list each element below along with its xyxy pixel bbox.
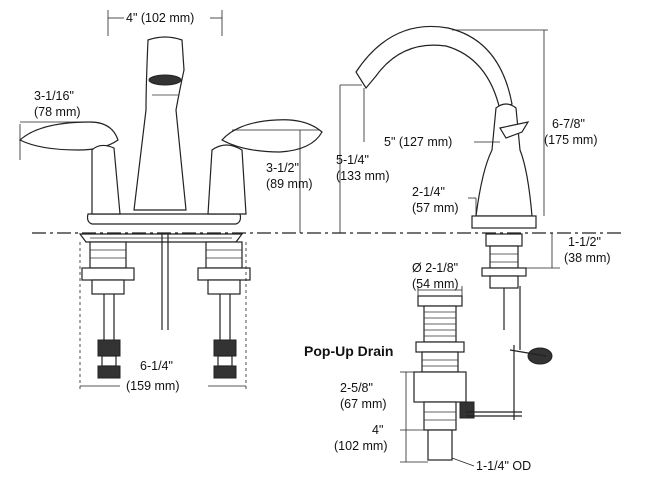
handle-projection-mm: (78 mm) bbox=[34, 105, 81, 119]
handle-projection-in: 3-1/16" bbox=[34, 89, 74, 103]
tailpiece-od-label: 1-1/4" OD bbox=[476, 459, 531, 473]
right-valve-supply bbox=[197, 241, 251, 379]
side-body bbox=[475, 103, 533, 217]
spout-reach-label: 5" (127 mm) bbox=[384, 135, 452, 149]
front-view-faucet bbox=[18, 36, 323, 379]
side-handle bbox=[499, 121, 530, 139]
side-base bbox=[471, 215, 537, 229]
drain-tail-mm: (102 mm) bbox=[334, 439, 387, 453]
drain-nut bbox=[413, 371, 467, 403]
front-view-dimensions bbox=[19, 10, 362, 392]
spout-aerator bbox=[148, 74, 182, 86]
center-spread-in: 6-1/4" bbox=[140, 359, 173, 373]
side-spout-arc bbox=[355, 25, 513, 111]
front-base-plate bbox=[86, 213, 242, 225]
drain-flange-dia-in: Ø 2-1/8" bbox=[412, 261, 458, 275]
drain-flange bbox=[417, 295, 463, 307]
base-height-mm: (57 mm) bbox=[412, 201, 459, 215]
drain-body-in: 2-5/8" bbox=[340, 381, 373, 395]
shank-length-in: 1-1/2" bbox=[568, 235, 601, 249]
left-handle-lever bbox=[18, 121, 119, 151]
drain-dimensions bbox=[400, 286, 475, 467]
handle-height-mm: (89 mm) bbox=[266, 177, 313, 191]
side-view-dimensions bbox=[363, 29, 560, 269]
base-height-in: 2-1/4" bbox=[412, 185, 445, 199]
spout-height-mm: (133 mm) bbox=[336, 169, 389, 183]
front-spout-body bbox=[133, 36, 187, 211]
drain-flange-dia-mm: (54 mm) bbox=[412, 277, 459, 291]
overall-height-mm: (175 mm) bbox=[544, 133, 597, 147]
drain-body-mm: (67 mm) bbox=[340, 397, 387, 411]
overall-height-in: 6-7/8" bbox=[552, 117, 585, 131]
center-spread-mm: (159 mm) bbox=[126, 379, 179, 393]
pop-up-drain bbox=[413, 295, 522, 461]
right-handle-lever bbox=[221, 119, 323, 153]
spout-spacing-label: 4" (102 mm) bbox=[126, 11, 194, 25]
left-handle-body bbox=[91, 144, 121, 215]
pop-up-drain-title: Pop-Up Drain bbox=[304, 343, 393, 359]
right-handle-body bbox=[207, 144, 247, 215]
side-view-faucet bbox=[355, 25, 553, 420]
spout-height-in: 5-1/4" bbox=[336, 153, 369, 167]
drain-tail-in: 4" bbox=[372, 423, 383, 437]
lift-knob bbox=[527, 347, 553, 365]
drain-tailpiece bbox=[427, 429, 453, 461]
left-valve-supply bbox=[81, 241, 135, 379]
shank-length-mm: (38 mm) bbox=[564, 251, 611, 265]
handle-height-in: 3-1/2" bbox=[266, 161, 299, 175]
